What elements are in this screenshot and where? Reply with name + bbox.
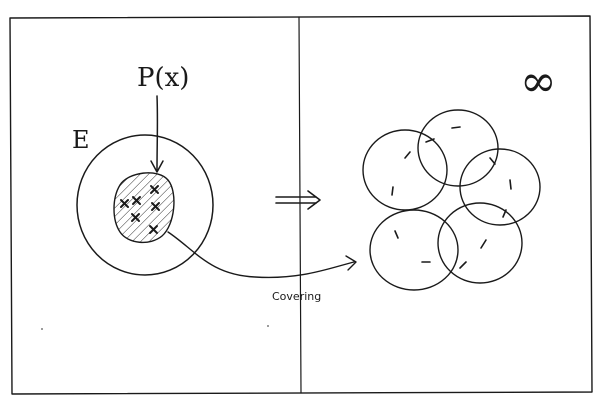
cover-circle: [417, 109, 499, 187]
property-label: P(x): [137, 63, 189, 93]
right-panel: ∞: [362, 56, 557, 291]
point-marks: [120, 185, 160, 234]
infinity-label: ∞: [520, 56, 557, 107]
stray-dot: [267, 325, 269, 327]
stray-dot: [41, 328, 43, 330]
panel-divider: [298, 16, 302, 394]
dashed-region: [391, 126, 512, 269]
set-e-circle: [76, 134, 214, 276]
cover-circle: [369, 209, 459, 291]
covering-arrow: [167, 231, 355, 279]
covering-arrowhead: [345, 255, 357, 271]
cover-circle: [459, 148, 541, 226]
hatched-region: [113, 172, 175, 243]
left-panel: E P(x) Covering: [72, 63, 357, 303]
outer-frame: [9, 15, 593, 395]
property-arrowhead: [150, 160, 164, 173]
cover-circle: [437, 202, 523, 284]
implies-arrow: [275, 190, 321, 210]
cover-circles: [362, 109, 541, 291]
set-e-label: E: [72, 126, 90, 154]
cover-circle: [362, 129, 448, 211]
covering-label: Covering: [272, 290, 321, 303]
